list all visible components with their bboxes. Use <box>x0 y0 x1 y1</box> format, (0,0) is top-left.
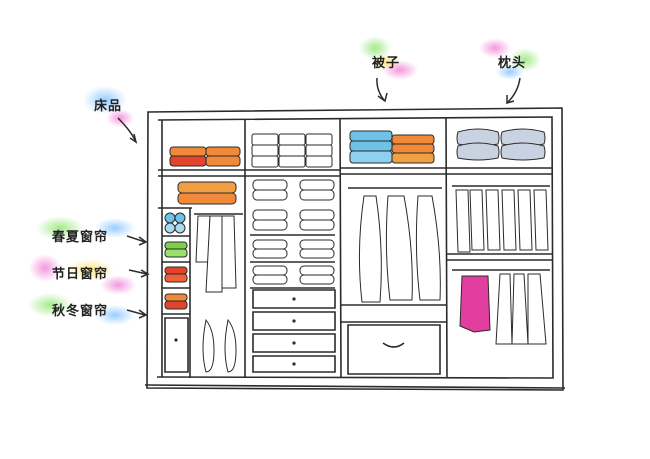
label-autumn-winter-curtain: 秋冬窗帘 <box>52 304 109 319</box>
hanging-clothes <box>195 189 549 373</box>
magenta-garment <box>459 275 491 333</box>
label-spring-summer-curtain: 春夏窗帘 <box>52 230 109 245</box>
quilt-stack <box>349 130 435 164</box>
drawer-knobs <box>174 297 296 366</box>
label-holiday-curtain: 节日窗帘 <box>52 267 109 282</box>
hanging-rods <box>194 185 550 271</box>
label-pillow: 枕头 <box>498 56 527 71</box>
label-quilt: 被子 <box>372 56 401 71</box>
pillow-stack <box>456 128 546 161</box>
label-bedding: 床品 <box>94 99 123 114</box>
curtain-rolls <box>164 212 188 310</box>
wardrobe-frame <box>144 107 566 391</box>
bedding-stack <box>169 146 241 205</box>
folded-shirts <box>251 133 335 285</box>
label-arrows <box>117 77 521 319</box>
label-splashes <box>28 36 541 325</box>
